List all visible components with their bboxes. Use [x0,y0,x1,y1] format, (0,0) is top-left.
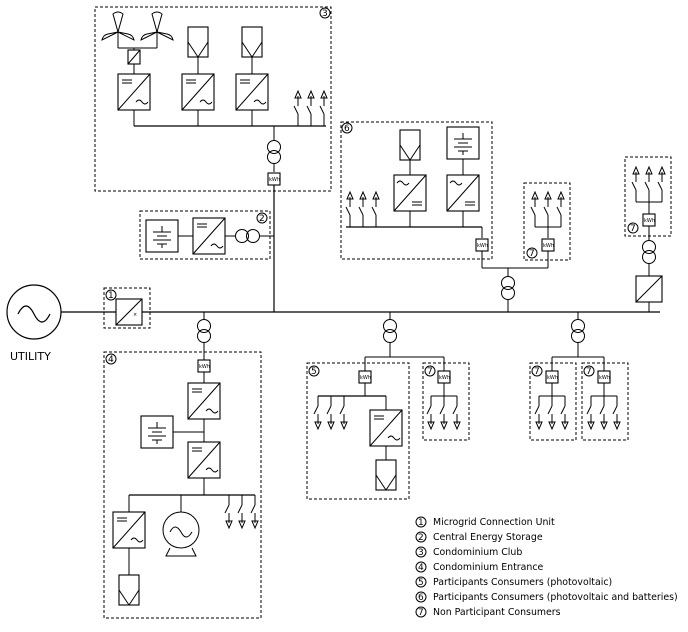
svg-text:6: 6 [418,593,424,603]
legend-text-1: Microgrid Connection Unit [433,517,555,528]
area-1-connection-unit: × 1 [103,287,151,329]
legend-item-5: 5 Participants Consumers (photovoltaic) [415,576,612,588]
legend-text-4: Condominium Entrance [433,562,543,573]
meter-label-7d: kWh [547,375,558,381]
area-7d-number: 7 [534,367,540,377]
area-2-central-storage: 2 [139,210,274,260]
meter-label-3: kWh [269,177,280,183]
legend-item-6: 6 Participants Consumers (photovoltaic a… [415,591,678,603]
area-6-participants-pv-batteries: kWh 6 [340,121,493,268]
svg-text:3: 3 [418,548,424,558]
area-5-number: 5 [311,367,317,377]
legend-text-2: Central Energy Storage [433,532,543,543]
meter-label-7c: kWh [439,375,450,381]
legend-item-7: 7 Non Participant Consumers [415,606,561,618]
meter-label-6: kWh [477,243,488,249]
legend-text-3: Condominium Club [433,547,522,558]
legend-item-4: 4 Condominium Entrance [415,561,543,573]
svg-text:1: 1 [418,518,424,528]
area-1-number: 1 [108,291,114,301]
area-7c-number: 7 [427,367,433,377]
area-4-number: 4 [108,355,114,365]
legend-item-1: 1 Microgrid Connection Unit [415,516,555,528]
svg-text:5: 5 [418,578,424,588]
area-2-number: 2 [259,214,265,224]
legend-text-7: Non Participant Consumers [433,607,561,618]
legend-text-6: Participants Consumers (photovoltaic and… [433,592,678,603]
area-4-condominium-entrance: kWh 4 [103,312,262,619]
area-3-number: 3 [322,9,328,19]
legend-text-5: Participants Consumers (photovoltaic) [433,577,612,588]
meter-label-5: kWh [360,375,371,381]
svg-text:4: 4 [418,563,424,573]
legend-item-2: 2 Central Energy Storage [415,531,543,543]
svg-text:×: × [133,312,137,318]
meter-label-7b: kWh [644,218,655,224]
area-7e-number: 7 [586,367,592,377]
area-3-condominium-club: kWh 3 [94,6,332,192]
legend-item-3: 3 Condominium Club [415,546,522,558]
area-7-bottom-middle: kWh 7 [422,362,470,441]
area-7b-number: 7 [630,224,636,234]
area-7-bottom-right-a: kWh 7 [529,362,577,441]
svg-text:7: 7 [418,608,424,618]
area-5-participants-pv: kWh 5 [306,362,410,500]
utility-label: UTILITY [10,350,51,363]
area-7a-number: 7 [529,249,535,259]
meter-label-7e: kWh [599,375,610,381]
utility-source [6,284,62,340]
meter-label-7a: kWh [543,243,554,249]
area-7-top-middle: kWh 7 [523,182,571,268]
svg-text:2: 2 [418,533,424,543]
legend: 1 Microgrid Connection Unit 2 Central En… [415,516,678,618]
meter-label-4: kWh [199,364,210,370]
area-7-bottom-right-b: kWh 7 [581,362,629,441]
area-7-top-right: kWh 7 [624,156,672,240]
area-6-number: 6 [344,124,350,134]
